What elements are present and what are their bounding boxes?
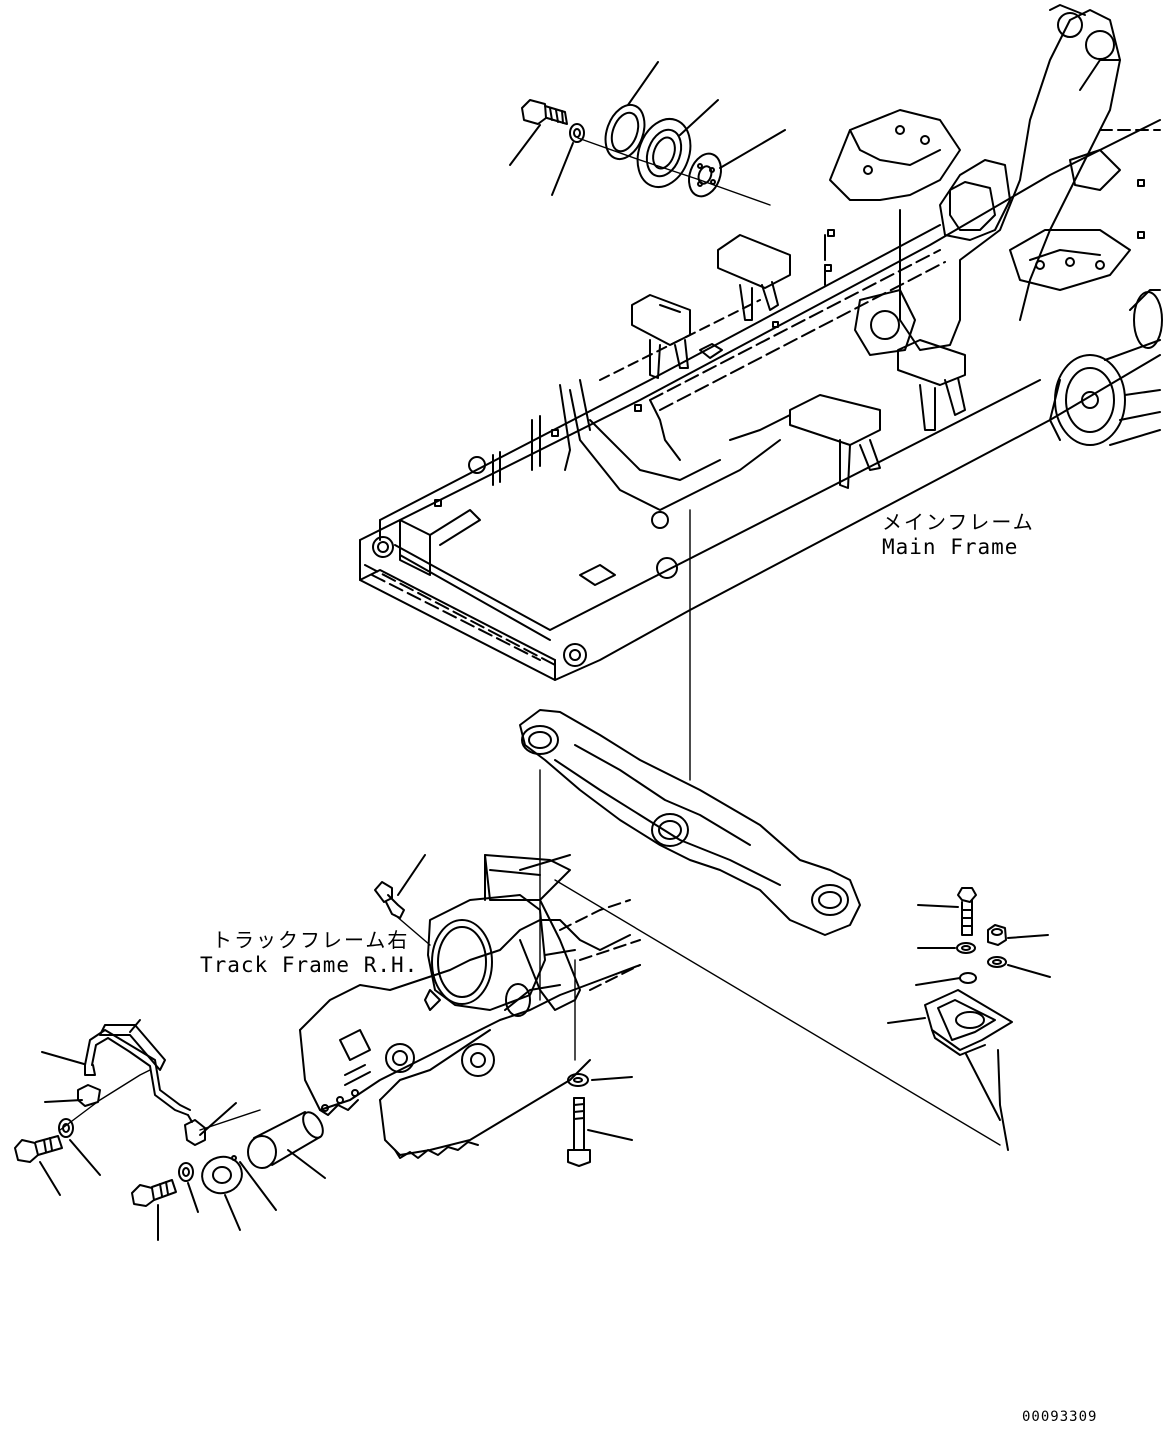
- grease-fitting: [374, 854, 426, 919]
- main-frame-label-en: Main Frame: [882, 535, 1019, 559]
- main-frame-label-jp: メインフレーム: [882, 510, 1035, 534]
- track-frame-label-jp: トラックフレーム右: [212, 928, 410, 952]
- top-bearing-parts: [509, 61, 786, 198]
- document-number: 00093309: [1022, 1409, 1098, 1425]
- main-frame: [359, 4, 1163, 681]
- right-bracket-parts: [887, 887, 1051, 1151]
- assembly-center-lines: [59, 137, 1001, 1146]
- equalizer-bar: [519, 709, 861, 936]
- track-frame-label-en: Track Frame R.H.: [200, 953, 419, 977]
- left-side-parts: [14, 1019, 326, 1241]
- vertical-bolt-parts: [567, 1073, 633, 1167]
